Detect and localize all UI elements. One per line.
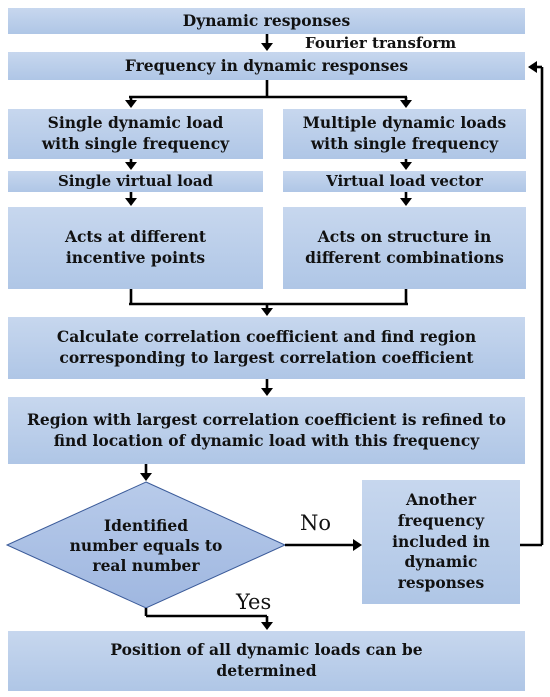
node-region-refined: Region with largest correlation coeffici… — [8, 397, 525, 464]
node-acts-different-combinations: Acts on structure in different combinati… — [283, 207, 526, 289]
node-text: Virtual load vector — [326, 172, 483, 191]
node-text: Region with largest correlation coeffici… — [27, 409, 506, 450]
node-text: Calculate correlation coefficient and fi… — [56, 327, 477, 367]
label-fourier-transform: Fourier transform — [305, 34, 457, 52]
node-calculate-correlation: Calculate correlation coefficient and fi… — [8, 317, 525, 379]
node-frequency-in-responses: Frequency in dynamic responses — [8, 52, 525, 80]
node-single-dynamic-load: Single dynamic load with single frequenc… — [8, 109, 263, 159]
node-text: Single dynamic load with single frequenc… — [41, 113, 230, 153]
node-text: Frequency in dynamic responses — [124, 55, 409, 75]
node-virtual-load-vector: Virtual load vector — [283, 171, 526, 192]
node-another-frequency: Another frequency included in dynamic re… — [362, 480, 520, 604]
node-single-virtual-load: Single virtual load — [8, 171, 263, 192]
decision-text: Identified number equals to real number — [46, 516, 246, 576]
node-text: Another frequency included in dynamic re… — [392, 489, 490, 593]
node-text: Acts on structure in different combinati… — [305, 227, 504, 267]
node-text: Acts at different incentive points — [64, 227, 207, 267]
node-text: Multiple dynamic loads with single frequ… — [302, 113, 507, 153]
node-acts-different-points: Acts at different incentive points — [8, 207, 263, 289]
label-yes: Yes — [236, 590, 272, 614]
node-text: Single virtual load — [57, 172, 214, 191]
node-final-position: Position of all dynamic loads can be det… — [8, 631, 525, 691]
label-no: No — [300, 511, 332, 535]
node-dynamic-responses: Dynamic responses — [8, 8, 525, 34]
node-text: Dynamic responses — [182, 10, 351, 30]
node-text: Position of all dynamic loads can be det… — [110, 640, 423, 680]
node-multiple-dynamic-loads: Multiple dynamic loads with single frequ… — [283, 109, 526, 159]
node-text: Identified number equals to real number — [69, 516, 223, 576]
